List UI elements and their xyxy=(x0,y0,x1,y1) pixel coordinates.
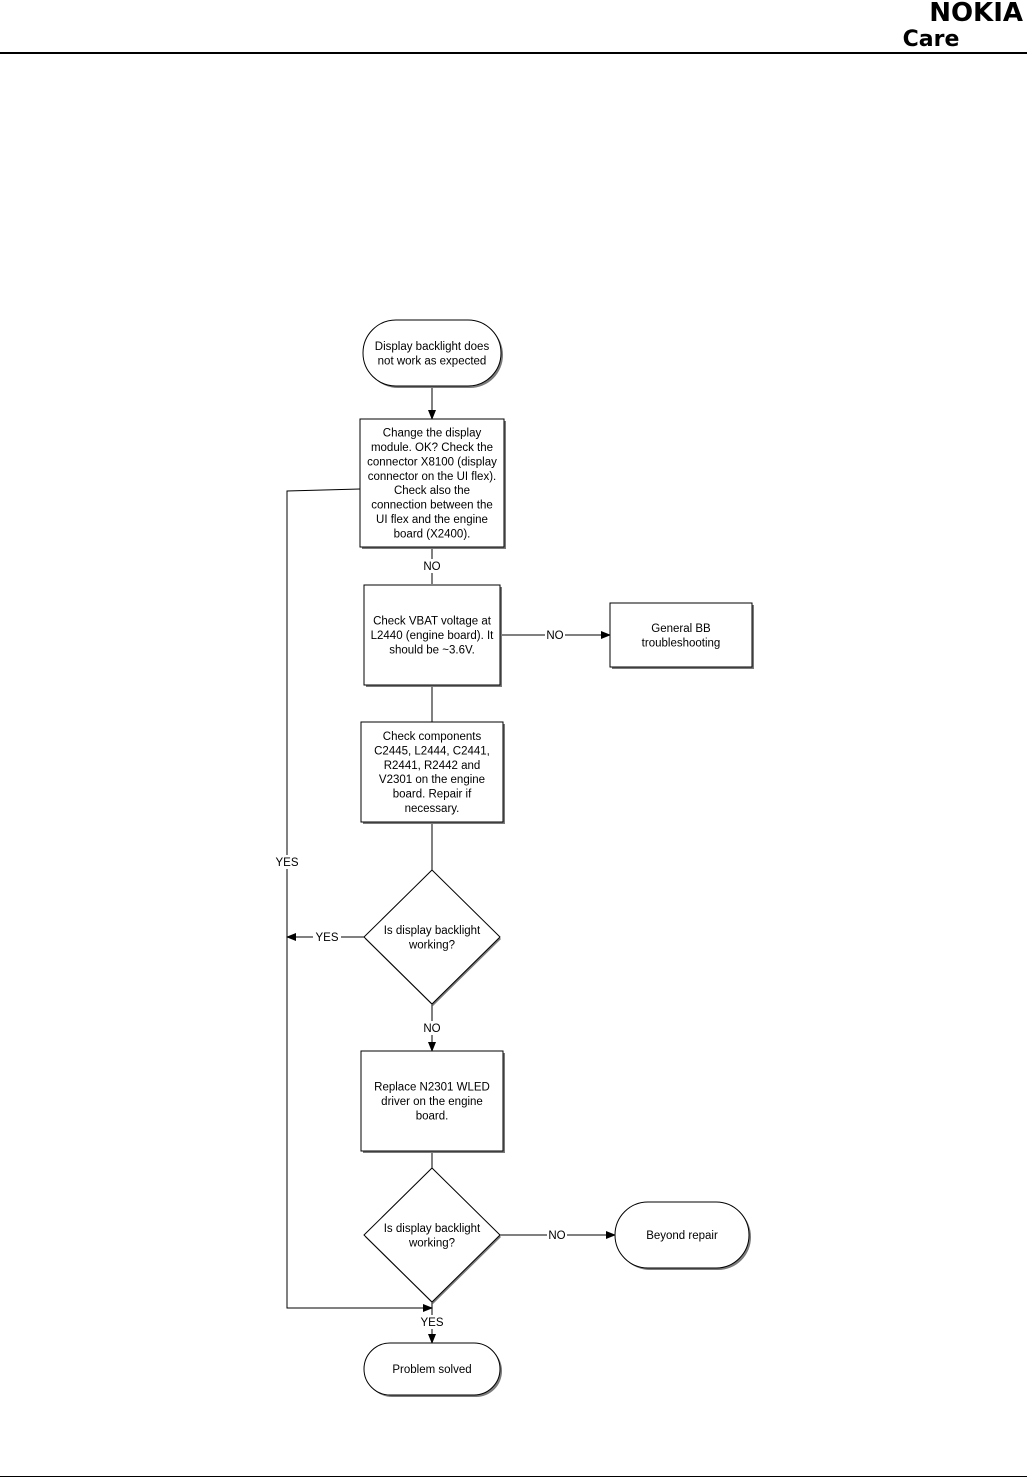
node-text-line: Display backlight does xyxy=(375,341,490,353)
node-replace-driver: Replace N2301 WLED driver on the engine bo… xyxy=(360,1050,505,1153)
node-text-line: driver on the engine xyxy=(381,1096,483,1108)
node-start: Display backlight does not work as expect… xyxy=(362,319,503,388)
node-text-line: General BB xyxy=(651,623,711,635)
process-box xyxy=(363,584,501,686)
edge-labels-layer: NO NO NO YES YES NO YES xyxy=(273,559,567,1329)
node-text-line: troubleshooting xyxy=(642,637,721,649)
node-beyond-repair: Beyond repair xyxy=(614,1201,751,1270)
process-box xyxy=(360,721,504,823)
node-text-line: Change the display xyxy=(383,428,482,440)
node-text-line: Is display backlight xyxy=(384,1223,481,1235)
decision-diamond xyxy=(363,1167,501,1303)
node-text-line: necessary. xyxy=(405,803,460,815)
edge-change-display-to-solved xyxy=(286,488,433,1312)
node-text-line: connector on the UI flex). xyxy=(368,471,496,483)
node-text-line: board (X2400). xyxy=(394,528,471,540)
node-solved: Problem solved xyxy=(363,1342,502,1397)
node-text-line: R2441, R2442 and xyxy=(384,760,481,772)
node-text-line: working? xyxy=(408,939,455,951)
node-text-line: Problem solved xyxy=(392,1364,471,1376)
node-text-line: L2440 (engine board). It xyxy=(371,630,495,642)
edge-label-yes: YES xyxy=(315,932,338,944)
edge-label-no: NO xyxy=(548,1230,565,1242)
logo-graphic: NOKIA Care xyxy=(903,0,1023,52)
edge-label-background xyxy=(547,1228,567,1242)
node-text-line: Check VBAT voltage at xyxy=(373,616,492,628)
process-box xyxy=(609,602,753,668)
nokia-care-logo: NOKIA Care xyxy=(887,0,1027,57)
node-text-line: Is display backlight xyxy=(384,925,481,937)
process-box xyxy=(360,1050,504,1152)
decision-diamond xyxy=(363,869,501,1005)
node-general-bb: General BB troubleshooting xyxy=(609,602,754,669)
node-text-line: connector X8100 (display xyxy=(367,456,497,468)
node-text-line: V2301 on the engine xyxy=(379,774,485,786)
node-text-line: Replace N2301 WLED xyxy=(374,1082,490,1094)
node-text-line: should be ~3.6V. xyxy=(389,645,475,657)
edge-label-background xyxy=(422,1021,442,1035)
node-text-line: Check components xyxy=(383,731,482,743)
node-text-line: not work as expected xyxy=(378,355,487,367)
edge-label-no: NO xyxy=(423,561,440,573)
node-text-line: board. Repair if xyxy=(393,789,472,801)
terminator-shape xyxy=(614,1201,750,1269)
node-text-line: working? xyxy=(408,1237,455,1249)
edge-label-background xyxy=(545,628,565,642)
node-text-line: Beyond repair xyxy=(646,1230,718,1242)
terminator-shape xyxy=(362,319,502,387)
process-box xyxy=(359,418,505,548)
node-text-line: module. OK? Check the xyxy=(371,442,493,454)
nodes-layer: Display backlight does not work as expect… xyxy=(359,319,754,1397)
node-text-line: UI flex and the engine xyxy=(376,514,488,526)
footer-rule xyxy=(0,1476,1027,1477)
node-decision-2: Is display backlight working? xyxy=(363,1167,501,1304)
edge-label-no: NO xyxy=(423,1023,440,1035)
edge-label-yes: YES xyxy=(275,857,298,869)
node-text-line: board. xyxy=(416,1111,449,1123)
edge-label-background xyxy=(273,855,301,869)
logo-subbrand: Care xyxy=(903,27,960,52)
edge-label-background xyxy=(422,559,442,573)
node-text-line: C2445, L2444, C2441, xyxy=(374,745,490,757)
node-change-display: Change the display module. OK? Check the c… xyxy=(359,418,506,549)
edge-label-yes: YES xyxy=(420,1317,443,1329)
header-rule xyxy=(0,52,1027,54)
node-decision-1: Is display backlight working? xyxy=(363,869,501,1006)
edge-label-background xyxy=(418,1315,446,1329)
terminator-shape xyxy=(363,1342,501,1396)
node-check-vbat: Check VBAT voltage at L2440 (engine board… xyxy=(363,584,502,687)
logo-brand: NOKIA xyxy=(929,0,1023,28)
node-text-line: connection between the xyxy=(371,500,492,512)
edge-label-no: NO xyxy=(546,630,563,642)
edge-label-background xyxy=(313,930,341,944)
node-text-line: Check also the xyxy=(394,485,470,497)
